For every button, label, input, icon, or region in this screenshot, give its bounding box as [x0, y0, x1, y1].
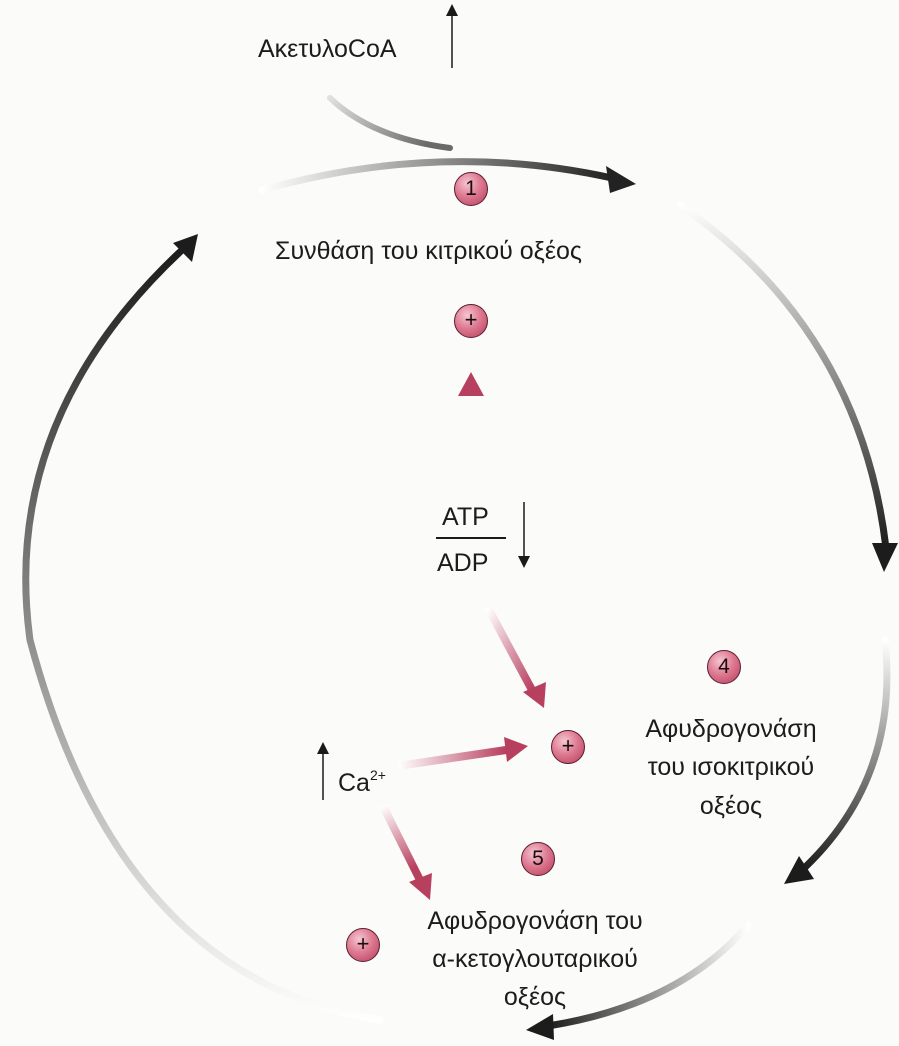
cycle-arrowhead-top [606, 166, 636, 193]
enzyme4-number-badge: 4 [707, 650, 741, 684]
cycle-arc-bottom [544, 921, 752, 1030]
cycle-arrowhead-bottom [526, 1014, 554, 1040]
cycle-arc-right-lower [796, 636, 891, 876]
acetylcoa-label: ΑκετυλοCoA [258, 35, 397, 63]
cycle-arc-left [22, 246, 384, 1024]
calcium-up-arrow-icon [317, 742, 329, 800]
enzyme4-label-line2: του ισοκιτρικού [647, 753, 815, 781]
atp-to-enzyme4-arrow [484, 606, 536, 692]
adp-label: ADP [437, 549, 489, 577]
regulation-arrows [379, 372, 546, 900]
cycle-arc-top [258, 158, 616, 194]
enzyme5-label-line2: α-κετογλουταρικού [432, 945, 638, 973]
enzyme4-label-line1: Αφυδρογονάση [645, 715, 817, 743]
atp-to-enzyme4-arrowhead [523, 682, 546, 708]
enzyme5-label-line1: Αφυδρογονάση του [427, 907, 643, 935]
down-arrow-icon [518, 502, 530, 568]
atp-to-enzyme1-arrowhead [458, 372, 484, 396]
atp-label: ATP [442, 503, 489, 531]
enzyme4-label-line3: οξέος [699, 792, 763, 820]
cycle-arc-right-upper [676, 201, 890, 552]
enzyme5-number-badge: 5 [521, 842, 555, 876]
cycle-arrowhead-right-lower [784, 856, 814, 884]
acetylcoa-entry-arrow [327, 95, 453, 151]
up-arrow-icon [446, 4, 458, 68]
calcium-to-enzyme4-arrow [397, 746, 507, 770]
calcium-symbol: Ca [338, 769, 370, 797]
enzyme1-label: Συνθάση του κιτρικού οξέος [275, 237, 582, 265]
calcium-charge: 2+ [369, 767, 386, 783]
cycle-arrowhead-right [872, 543, 898, 572]
enzyme1-number-badge: 1 [454, 172, 488, 206]
enzyme4-activator-badge: + [551, 730, 585, 764]
cycle-arrowhead-left [173, 234, 198, 262]
enzyme5-activator-badge: + [346, 928, 380, 962]
calcium-to-enzyme5-arrowhead [409, 873, 432, 900]
calcium-to-enzyme5-arrow [379, 804, 424, 882]
enzyme1-activator-badge: + [454, 304, 488, 338]
calcium-label: Ca2+ [338, 760, 386, 799]
calcium-to-enzyme4-arrowhead [504, 737, 528, 762]
enzyme5-label-line3: οξέος [503, 983, 567, 1011]
cycle-arrows [22, 95, 898, 1040]
